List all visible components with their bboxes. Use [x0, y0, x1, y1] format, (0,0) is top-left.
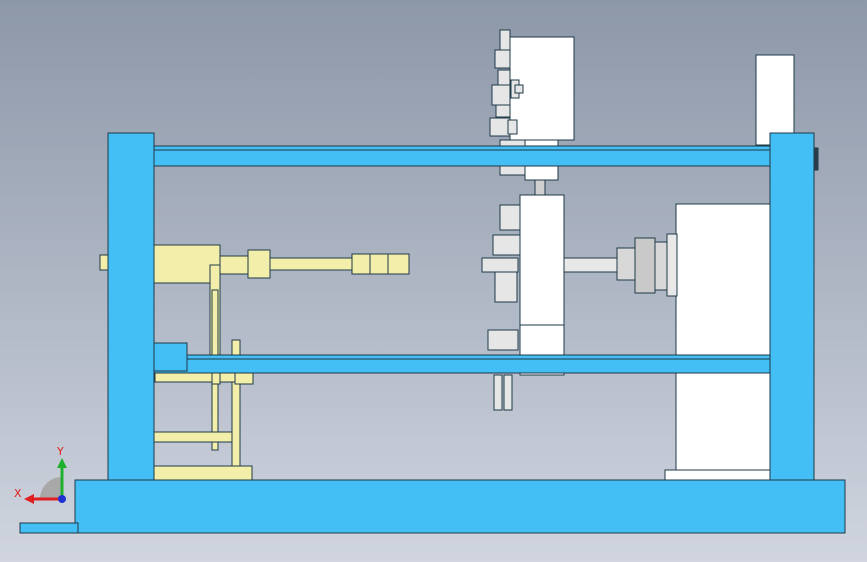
right-blue-column[interactable] — [769, 132, 819, 481]
y-axis-label: Y — [56, 445, 64, 458]
coordinate-triad: Y X — [14, 445, 67, 504]
right-tall-column[interactable] — [755, 54, 795, 146]
lower-spindle-head[interactable] — [481, 194, 678, 411]
upper-spindle-head[interactable] — [489, 29, 575, 196]
base-plate[interactable] — [19, 479, 846, 534]
left-blue-column[interactable] — [107, 132, 155, 481]
yellow-feed-assembly[interactable] — [99, 244, 410, 481]
motor-housing[interactable] — [664, 203, 771, 483]
bottom-blue-rail[interactable] — [151, 342, 778, 374]
top-blue-rail[interactable] — [151, 145, 773, 167]
z-axis-dot — [58, 495, 66, 503]
lower-gear-cluster — [481, 204, 521, 411]
x-axis-label: X — [14, 487, 22, 500]
